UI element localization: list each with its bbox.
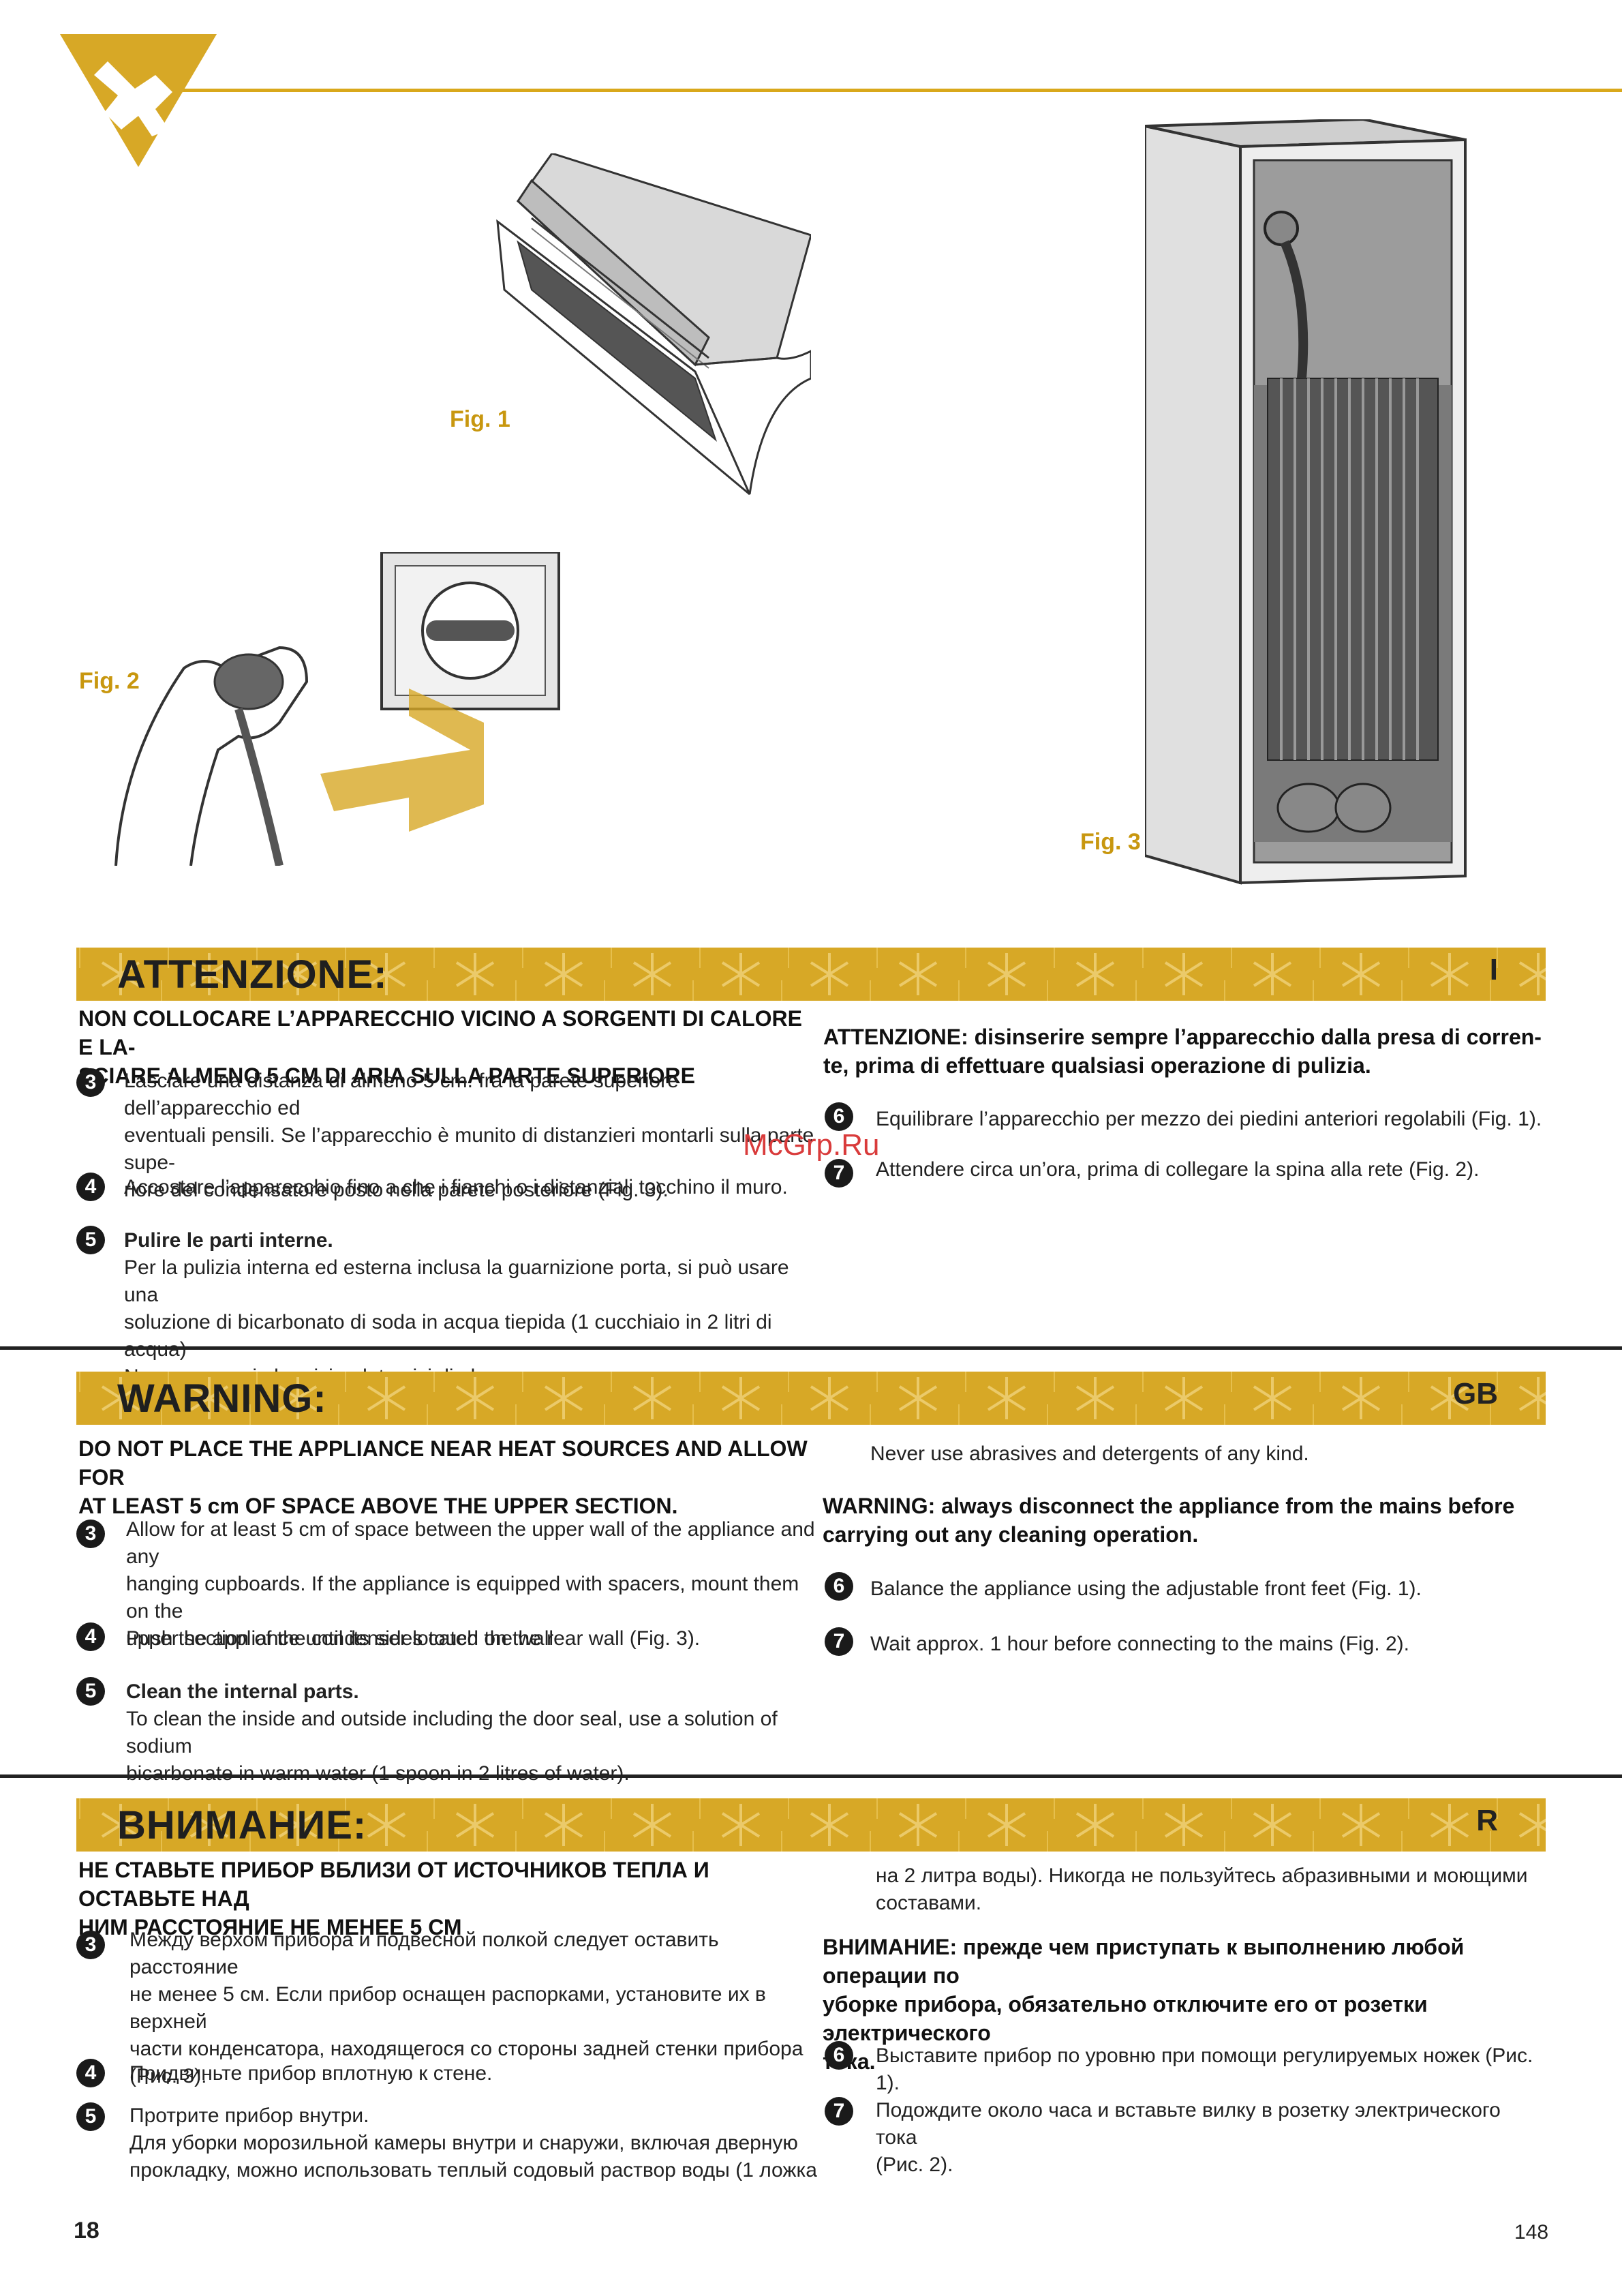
section-banner-gb: WARNING: GB <box>76 1372 1546 1425</box>
step-number-4: 4 <box>76 1173 105 1201</box>
page-code: 148 <box>1514 2221 1549 2244</box>
step-4-text: Придвиньте прибор вплотную к стене. <box>129 2062 493 2085</box>
step-number-3: 3 <box>76 1931 105 1959</box>
language-code: I <box>1489 953 1498 986</box>
fig2-label: Fig. 2 <box>79 668 140 694</box>
cleaning-warning-gb: WARNING: always disconnect the appliance… <box>823 1494 1515 1547</box>
gb-continued-text: Never use abrasives and detergents of an… <box>870 1442 1309 1465</box>
page-number: 18 <box>74 2218 100 2244</box>
step-3-text: Между верхом прибора и подвесной полкой … <box>129 1929 804 2087</box>
step-number-6: 6 <box>825 1102 853 1131</box>
step-number-7: 7 <box>825 1627 853 1656</box>
banner-pattern <box>76 1372 1546 1425</box>
step-5-text: Протрите прибор внутри. Для уборки мороз… <box>129 2104 817 2181</box>
step-number-7: 7 <box>825 1159 853 1188</box>
step-number-4: 4 <box>76 1622 105 1651</box>
watermark: McGrp.Ru <box>743 1128 880 1162</box>
step-number-6: 6 <box>825 1572 853 1601</box>
fig2-illustration <box>114 552 560 866</box>
step-number-5: 5 <box>76 1677 105 1706</box>
step-6-text: Balance the appliance using the adjustab… <box>870 1577 1422 1600</box>
section-divider <box>0 1774 1622 1778</box>
fig3-illustration <box>1145 119 1467 885</box>
step-7-text: Wait approx. 1 hour before connecting to… <box>870 1633 1409 1655</box>
step-number-3: 3 <box>76 1520 105 1548</box>
step-4-text: Accostare l’apparecchio fino a che i fia… <box>124 1176 788 1198</box>
step-3-text: Lasciare una distanza di almeno 5 cm. fr… <box>124 1070 814 1201</box>
step-3-text: Allow for at least 5 cm of space between… <box>126 1518 815 1650</box>
step-number-5: 5 <box>76 1226 105 1254</box>
section-heading-it: NON COLLOCARE L’APPARECCHIO VICINO A SOR… <box>78 1006 802 1088</box>
step-5-text: Pulire le parti interne. Per la pulizia … <box>124 1229 789 1388</box>
wrench-warning-logo <box>60 34 217 167</box>
section-divider <box>0 1346 1622 1350</box>
cleaning-warning-it: ATTENZIONE: disinserire sempre l’apparec… <box>823 1025 1542 1078</box>
step-6-text: Equilibrare l’apparecchio per mezzo dei … <box>876 1108 1542 1130</box>
fig3-label: Fig. 3 <box>1080 829 1141 855</box>
banner-title: ATTENZIONE: <box>117 952 388 997</box>
language-code: GB <box>1453 1377 1498 1410</box>
section-banner-it: ATTENZIONE: I <box>76 948 1546 1001</box>
step-number-7: 7 <box>825 2097 853 2126</box>
fig1-illustration <box>496 153 811 496</box>
language-code: R <box>1476 1804 1498 1837</box>
step-number-3: 3 <box>76 1068 105 1097</box>
banner-pattern <box>76 948 1546 1001</box>
section-heading-gb: DO NOT PLACE THE APPLIANCE NEAR HEAT SOU… <box>78 1436 808 1518</box>
ru-continued-text: на 2 литра воды). Никогда не пользуйтесь… <box>876 1864 1528 1914</box>
section-banner-ru: ВНИМАНИЕ: R <box>76 1798 1546 1852</box>
section-heading-ru: НЕ СТАВЬТЕ ПРИБОР ВБЛИЗИ ОТ ИСТОЧНИКОВ Т… <box>78 1858 709 1939</box>
banner-pattern <box>76 1798 1546 1852</box>
step-number-5: 5 <box>76 2102 105 2131</box>
header-rule <box>177 89 1622 92</box>
step-7-text: Attendere circa un’ora, prima di collega… <box>876 1158 1480 1181</box>
step-number-4: 4 <box>76 2059 105 2087</box>
banner-title: ВНИМАНИЕ: <box>117 1803 367 1847</box>
step-6-text: Выставите прибор по уровню при помощи ре… <box>876 2044 1533 2094</box>
step-4-text: Push the appliance until its sides touch… <box>126 1627 554 1650</box>
fig1-label: Fig. 1 <box>450 406 510 432</box>
step-5-text: Clean the internal parts. To clean the i… <box>126 1680 778 1785</box>
banner-title: WARNING: <box>117 1376 327 1421</box>
step-7-text: Подождите около часа и вставьте вилку в … <box>876 2099 1501 2176</box>
step-number-6: 6 <box>825 2041 853 2070</box>
